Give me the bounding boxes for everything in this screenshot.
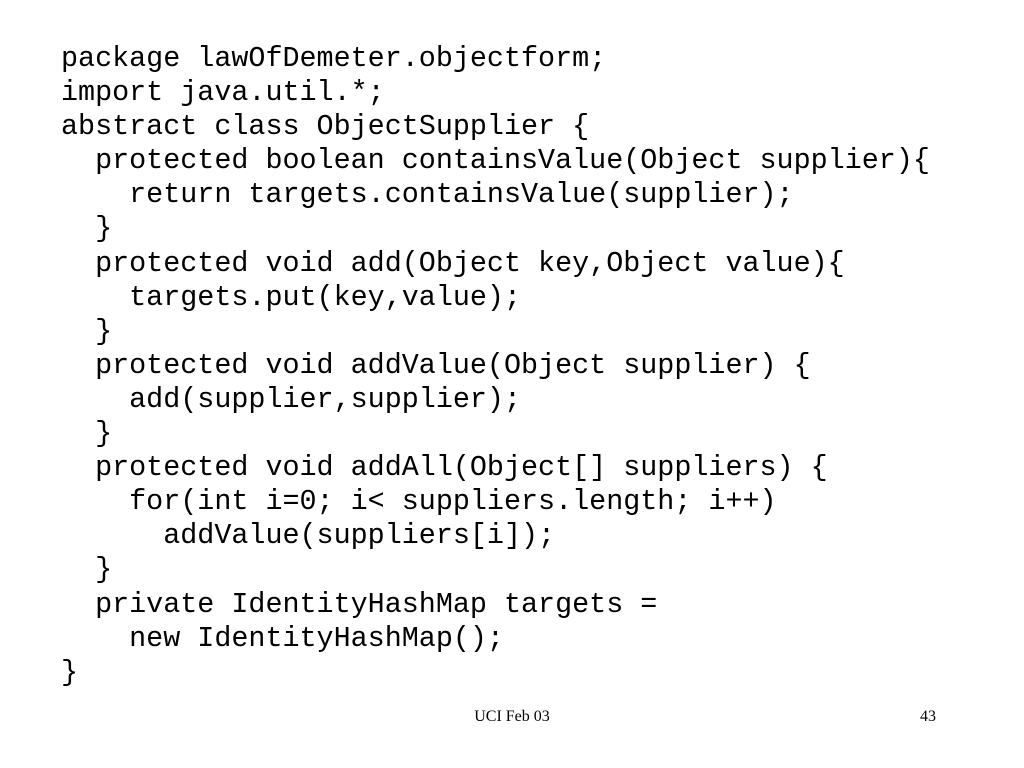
code-line: return targets.containsValue(supplier); <box>61 178 794 212</box>
code-line: for(int i=0; i< suppliers.length; i++) <box>61 485 777 519</box>
footer-text: UCI Feb 03 <box>474 708 550 725</box>
code-block: package lawOfDemeter.objectform;import j… <box>61 42 930 690</box>
code-line: abstract class ObjectSupplier { <box>61 110 590 144</box>
code-line: } <box>61 314 113 348</box>
code-line: } <box>61 553 113 587</box>
code-line: protected void addAll(Object[] suppliers… <box>61 451 828 485</box>
code-line: private IdentityHashMap targets = <box>61 587 658 621</box>
code-line: protected boolean containsValue(Object s… <box>61 144 930 178</box>
code-line: targets.put(key,value); <box>61 280 522 314</box>
code-line: add(supplier,supplier); <box>61 382 522 416</box>
code-line: } <box>61 212 113 246</box>
slide-number: 43 <box>920 708 936 725</box>
code-line: addValue(suppliers[i]); <box>61 519 556 553</box>
code-line: package lawOfDemeter.objectform; <box>61 42 607 75</box>
code-line: protected void addValue(Object supplier)… <box>61 348 811 382</box>
code-line: } <box>61 417 113 451</box>
code-line: } <box>61 655 79 689</box>
code-line: import java.util.*; <box>61 76 385 110</box>
code-line: protected void add(Object key,Object val… <box>61 246 845 280</box>
code-line: new IdentityHashMap(); <box>61 621 504 655</box>
